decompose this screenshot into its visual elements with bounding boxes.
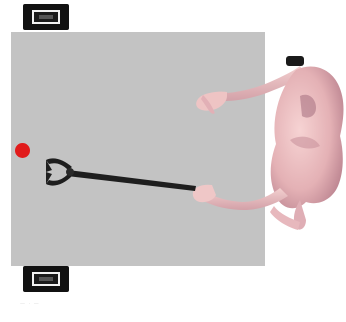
torso (271, 66, 344, 208)
gripper-tool (46, 158, 196, 191)
